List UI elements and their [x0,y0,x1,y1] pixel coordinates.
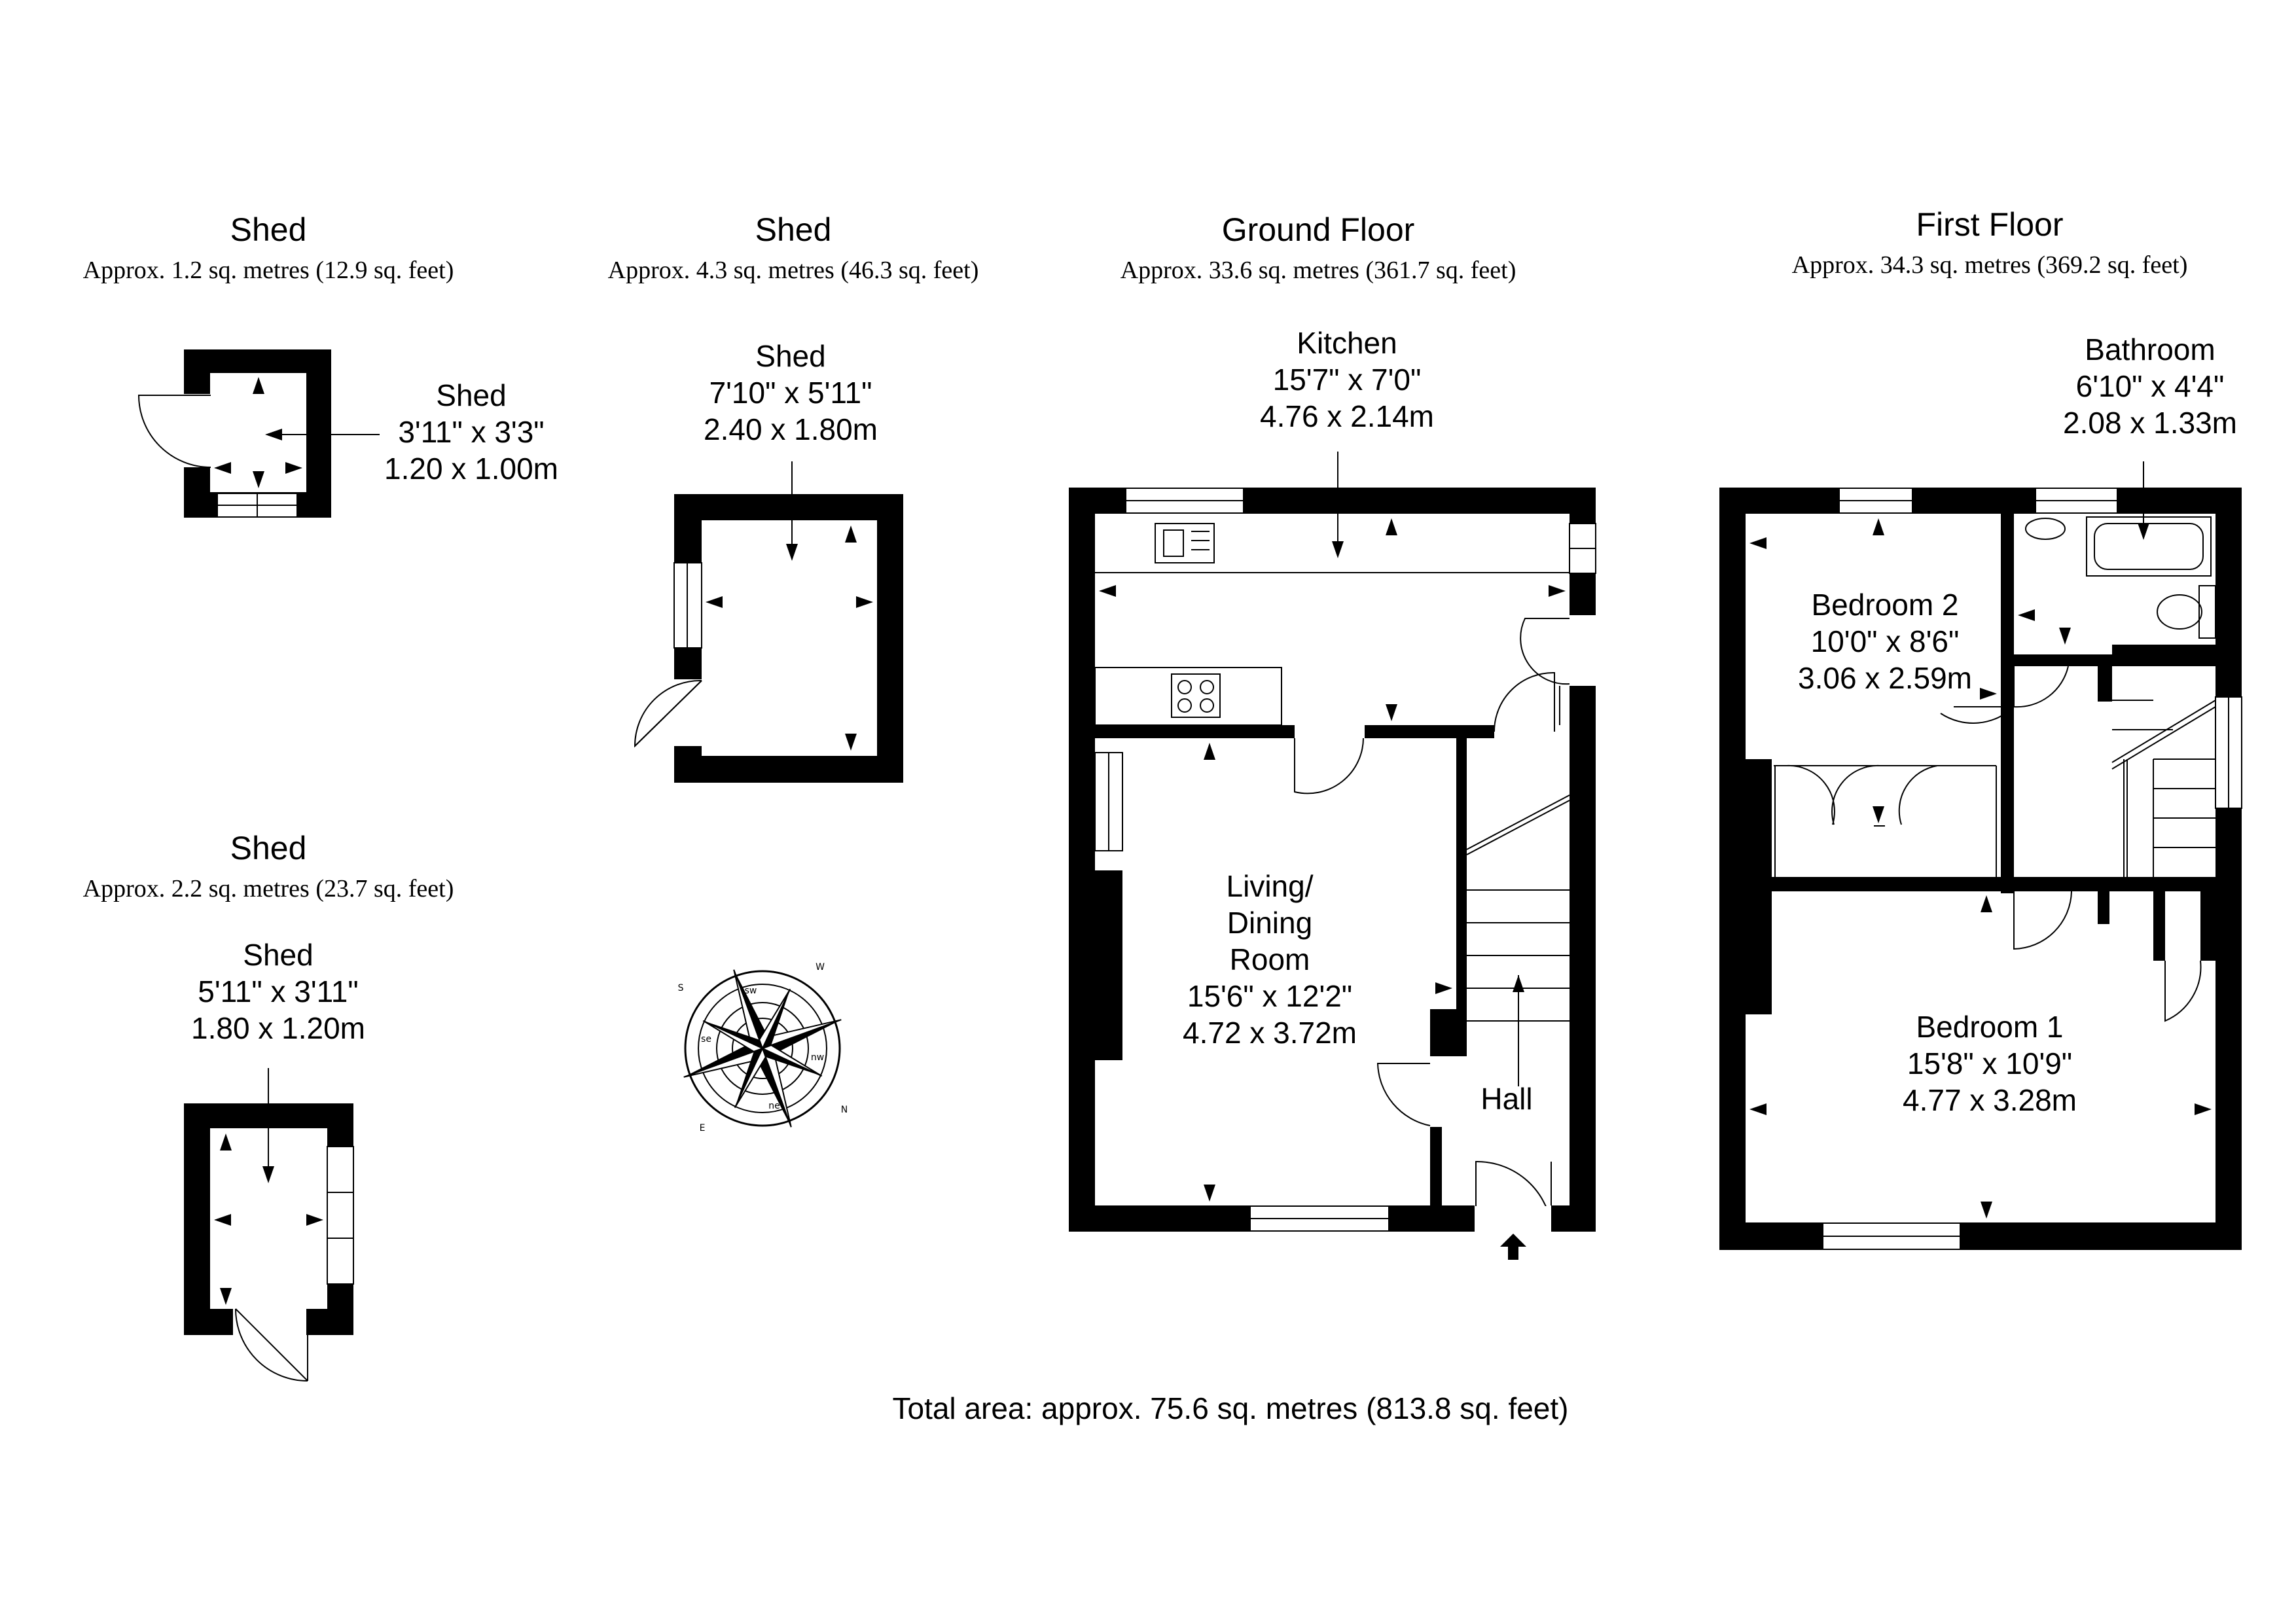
room-name: Hall [1480,1082,1532,1116]
compass-se: se [701,1034,711,1044]
compass-sw: sw [745,986,757,996]
heading-area: Approx. 34.3 sq. metres (369.2 sq. feet) [1792,251,2188,279]
room-metric: 4.76 x 2.14m [1260,399,1434,433]
compass-icon: W S N E sw nw ne se [678,962,848,1133]
room-name: Shed [755,339,825,373]
heading-area: Approx. 33.6 sq. metres (361.7 sq. feet) [1121,257,1516,284]
room-imperial: 10'0" x 8'6" [1811,624,1960,658]
compass-n: W [816,962,825,972]
room-imperial: 5'11" x 3'11" [198,974,358,1008]
room-label-living-dining: Living/ Dining Room 15'6" x 12'2" 4.72 x… [1183,869,1357,1050]
compass-e: E [700,1123,706,1133]
room-name: Bedroom 1 [1916,1010,2063,1044]
room-metric: 1.20 x 1.00m [384,452,558,486]
heading-title: Ground Floor [1222,211,1415,248]
room-metric: 4.72 x 3.72m [1183,1016,1357,1050]
room-name: Shed [243,938,313,972]
room-name: Kitchen [1297,326,1397,360]
heading-area: Approx. 2.2 sq. metres (23.7 sq. feet) [83,875,454,902]
heading-first-floor: First Floor Approx. 34.3 sq. metres (369… [1792,206,2188,279]
heading-title: Shed [230,211,307,248]
room-imperial: 15'7" x 7'0" [1273,363,1422,397]
compass-ne: ne [768,1101,780,1111]
room-name-line-2: Dining [1227,906,1312,940]
room-imperial: 15'8" x 10'9" [1907,1046,2072,1080]
compass-s: S [678,983,684,993]
room-metric: 4.77 x 3.28m [1903,1083,2077,1117]
heading-area: Approx. 4.3 sq. metres (46.3 sq. feet) [608,257,979,284]
room-label-kitchen: Kitchen 15'7" x 7'0" 4.76 x 2.14m [1260,326,1434,433]
room-label-bathroom: Bathroom 6'10" x 4'4" 2.08 x 1.33m [2063,332,2237,440]
room-label-shed-c: Shed 5'11" x 3'11" 1.80 x 1.20m [191,938,365,1045]
room-metric: 1.80 x 1.20m [191,1011,365,1045]
room-label-shed-a: Shed 3'11" x 3'3" 1.20 x 1.00m [384,378,558,486]
room-imperial: 7'10" x 5'11" [709,376,872,410]
ground-floor-plan [1069,452,1596,1260]
entrance-arrow-icon [1500,1234,1526,1260]
heading-title: Shed [230,830,307,866]
room-imperial: 3'11" x 3'3" [398,415,544,449]
room-label-bedroom-2: Bedroom 2 10'0" x 8'6" 3.06 x 2.59m [1798,588,1972,695]
room-metric: 2.08 x 1.33m [2063,406,2237,440]
total-area: Total area: approx. 75.6 sq. metres (813… [892,1391,1568,1425]
heading-shed-c: Shed Approx. 2.2 sq. metres (23.7 sq. fe… [83,830,454,902]
room-label-shed-b: Shed 7'10" x 5'11" 2.40 x 1.80m [704,339,878,446]
room-name-line-1: Living/ [1227,869,1314,903]
room-imperial: 6'10" x 4'4" [2076,369,2225,403]
room-name-line-3: Room [1230,942,1310,976]
heading-title: First Floor [1916,206,2064,243]
heading-title: Shed [755,211,832,248]
room-name: Shed [436,378,506,412]
shed-b-plan [634,461,903,783]
room-name: Bathroom [2085,332,2215,366]
room-imperial: 15'6" x 12'2" [1187,979,1352,1013]
heading-shed-a: Shed Approx. 1.2 sq. metres (12.9 sq. fe… [83,211,454,284]
room-name: Bedroom 2 [1811,588,1958,622]
heading-ground-floor: Ground Floor Approx. 33.6 sq. metres (36… [1121,211,1516,284]
heading-shed-b: Shed Approx. 4.3 sq. metres (46.3 sq. fe… [608,211,979,284]
shed-c-plan [184,1068,354,1382]
room-metric: 3.06 x 2.59m [1798,661,1972,695]
shed-a-plan [137,349,380,518]
room-metric: 2.40 x 1.80m [704,412,878,446]
compass-w: N [841,1105,848,1115]
heading-area: Approx. 1.2 sq. metres (12.9 sq. feet) [83,257,454,284]
room-label-hall: Hall [1480,1082,1532,1116]
room-label-bedroom-1: Bedroom 1 15'8" x 10'9" 4.77 x 3.28m [1903,1010,2077,1117]
compass-nw: nw [811,1052,824,1063]
first-floor-plan [1719,461,2242,1250]
